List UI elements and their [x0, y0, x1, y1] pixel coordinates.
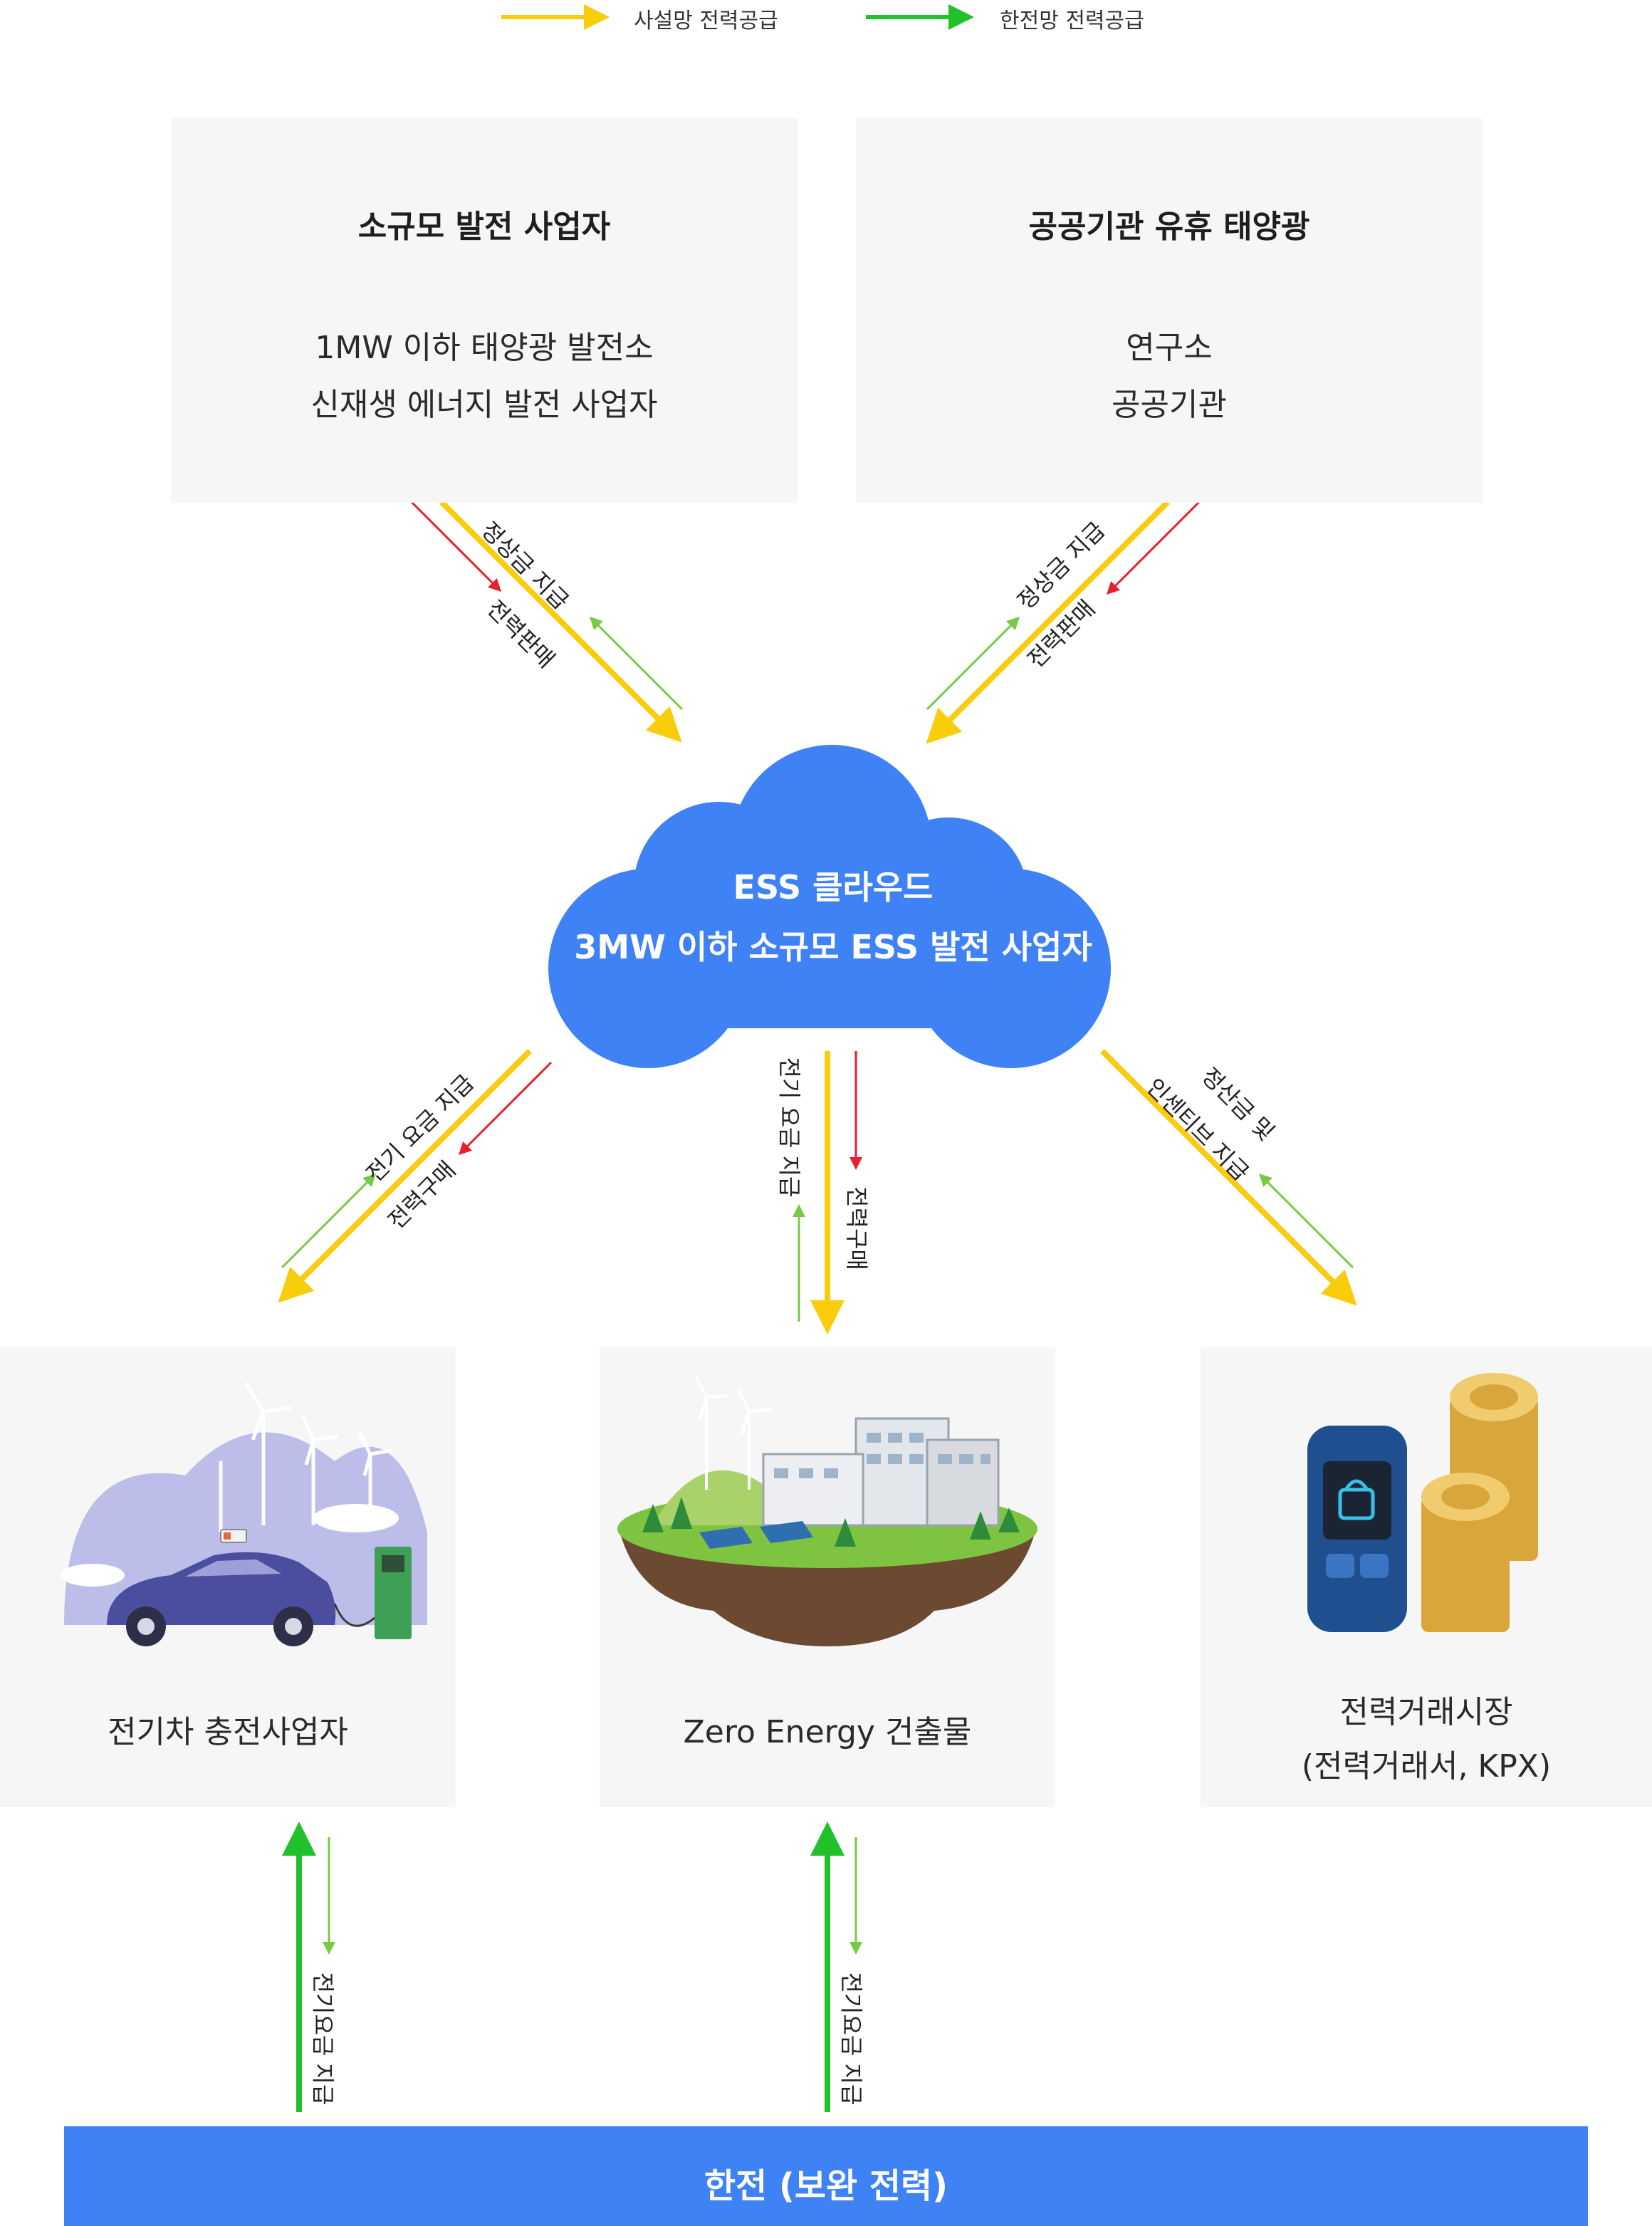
arrow-supply-right	[926, 500, 1170, 744]
arrow-settlement-right	[926, 616, 1020, 711]
arrow-power-purchase-ev	[458, 1061, 553, 1156]
arrow-settlement-left	[589, 616, 684, 711]
label-purchase-zero: 전력구매	[842, 1186, 870, 1270]
ev-charging-label: 전기차 충전사업자	[108, 1714, 348, 1750]
arrow-fee-ev	[281, 1173, 377, 1269]
wallet-coins-illustration	[1307, 1373, 1538, 1632]
cloud-subtitle: 3MW 이하 소규모 ESS 발전 사업자	[574, 928, 1092, 966]
arrow-supply-market	[1100, 1049, 1357, 1306]
small-generator-box: 소규모 발전 사업자 1MW 이하 태양광 발전소 신재생 에너지 발전 사업자	[171, 118, 798, 503]
kepco-bar: 한전 (보완 전력)	[64, 2126, 1588, 2226]
power-market-line-1: 전력거래시장	[1339, 1694, 1513, 1730]
power-market-line-2: (전력거래서, KPX)	[1301, 1748, 1552, 1785]
zero-energy-label: Zero Energy 건출물	[683, 1714, 972, 1750]
arrow-supply-ev	[278, 1049, 532, 1303]
label-fee-zero: 전기 요금 지급	[775, 1057, 803, 1198]
label-fee-kepco-ev: 전기요금 지급	[309, 1972, 337, 2106]
public-solar-box: 공공기관 유휴 태양광 연구소 공공기관	[856, 118, 1483, 503]
small-generator-line-1: 1MW 이하 태양광 발전소	[315, 330, 654, 366]
ev-charging-box: 전기차 충전사업자	[0, 1347, 456, 1807]
small-generator-line-2: 신재생 에너지 발전 사업자	[310, 387, 658, 423]
public-solar-line-1: 연구소	[1126, 330, 1213, 366]
zero-energy-island-illustration	[617, 1375, 1037, 1646]
arrow-incentive-market	[1258, 1173, 1354, 1269]
public-solar-line-2: 공공기관	[1112, 387, 1227, 423]
power-market-box: 전력거래시장 (전력거래서, KPX)	[1201, 1347, 1652, 1807]
kepco-label: 한전 (보완 전력)	[704, 2166, 948, 2206]
label-fee-kepco-zero: 전기요금 지급	[837, 1972, 865, 2106]
ess-cloud: ESS 클라우드 3MW 이하 소규모 ESS 발전 사업자	[541, 748, 1125, 1033]
arrow-power-sale-right	[1106, 501, 1201, 595]
cloud-title: ESS 클라우드	[733, 868, 934, 906]
arrow-supply-left	[439, 500, 682, 743]
public-solar-title: 공공기관 유휴 태양광	[1028, 209, 1310, 245]
ev-charging-illustration	[61, 1381, 427, 1646]
small-generator-title: 소규모 발전 사업자	[357, 209, 611, 245]
zero-energy-box: Zero Energy 건출물	[600, 1347, 1055, 1807]
legend-private-label: 사설망 전력공급	[634, 9, 778, 33]
arrow-power-sale-left	[410, 501, 502, 592]
legend-kepco-label: 한전망 전력공급	[1000, 9, 1144, 33]
